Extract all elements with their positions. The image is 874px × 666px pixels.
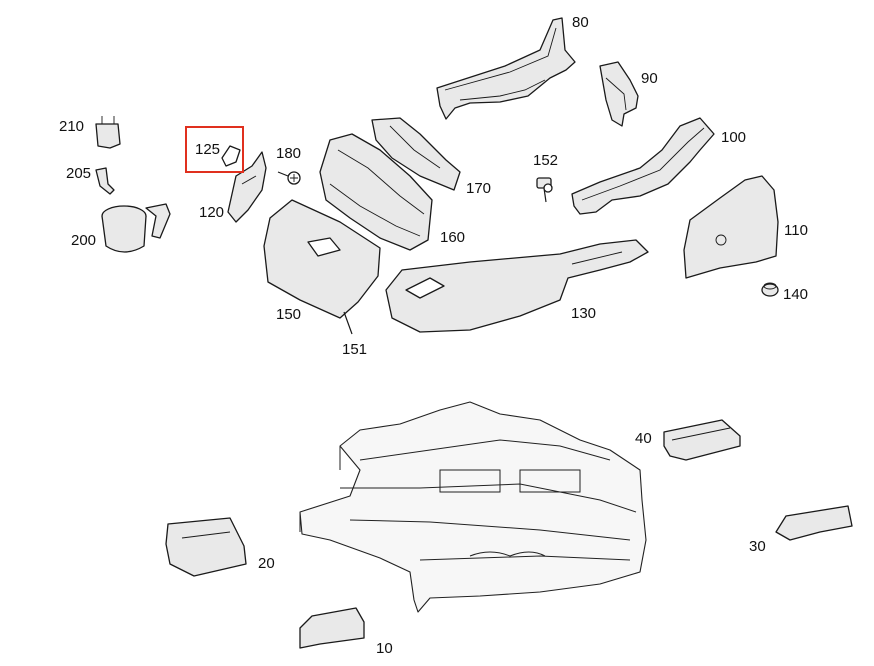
callout-120[interactable]: 120	[199, 204, 225, 221]
callout-90[interactable]: 90	[641, 70, 658, 87]
part-170[interactable]	[371, 117, 461, 191]
part-205[interactable]	[95, 167, 115, 195]
part-30[interactable]	[775, 505, 853, 541]
highlight-box-125	[185, 126, 244, 173]
callout-20[interactable]: 20	[258, 555, 275, 572]
callout-80[interactable]: 80	[572, 14, 589, 31]
callout-100[interactable]: 100	[721, 129, 747, 146]
callout-110[interactable]: 110	[784, 222, 808, 239]
callout-150[interactable]: 150	[276, 306, 302, 323]
part-80[interactable]	[436, 17, 576, 120]
callout-10[interactable]: 10	[376, 640, 393, 657]
callout-125[interactable]: 125	[195, 141, 221, 158]
callout-40[interactable]: 40	[635, 430, 652, 447]
callout-130[interactable]: 130	[571, 305, 597, 322]
part-210[interactable]	[95, 116, 121, 149]
callout-170[interactable]: 170	[466, 180, 492, 197]
part-152[interactable]	[536, 177, 553, 203]
callout-180[interactable]: 180	[276, 145, 302, 162]
callout-30[interactable]: 30	[749, 538, 766, 555]
part-140[interactable]	[761, 282, 779, 297]
callout-152[interactable]: 152	[533, 152, 559, 169]
part-20[interactable]	[165, 517, 247, 577]
part-150[interactable]	[263, 199, 381, 335]
callout-151[interactable]: 151	[342, 341, 368, 358]
part-90[interactable]	[599, 61, 639, 127]
callout-160[interactable]: 160	[440, 229, 466, 246]
seat-frame	[299, 401, 647, 613]
callout-140[interactable]: 140	[783, 286, 809, 303]
part-110[interactable]	[683, 175, 779, 279]
callout-210[interactable]: 210	[59, 118, 85, 135]
part-130[interactable]	[385, 239, 649, 333]
callout-200[interactable]: 200	[71, 232, 97, 249]
part-100[interactable]	[571, 117, 715, 215]
callout-205[interactable]: 205	[66, 165, 92, 182]
part-120[interactable]	[227, 151, 267, 223]
part-10[interactable]	[299, 607, 365, 649]
part-200[interactable]	[101, 203, 171, 253]
part-160[interactable]	[319, 133, 433, 251]
part-180[interactable]	[277, 171, 301, 185]
part-125[interactable]	[221, 145, 241, 167]
part-40[interactable]	[663, 419, 741, 461]
